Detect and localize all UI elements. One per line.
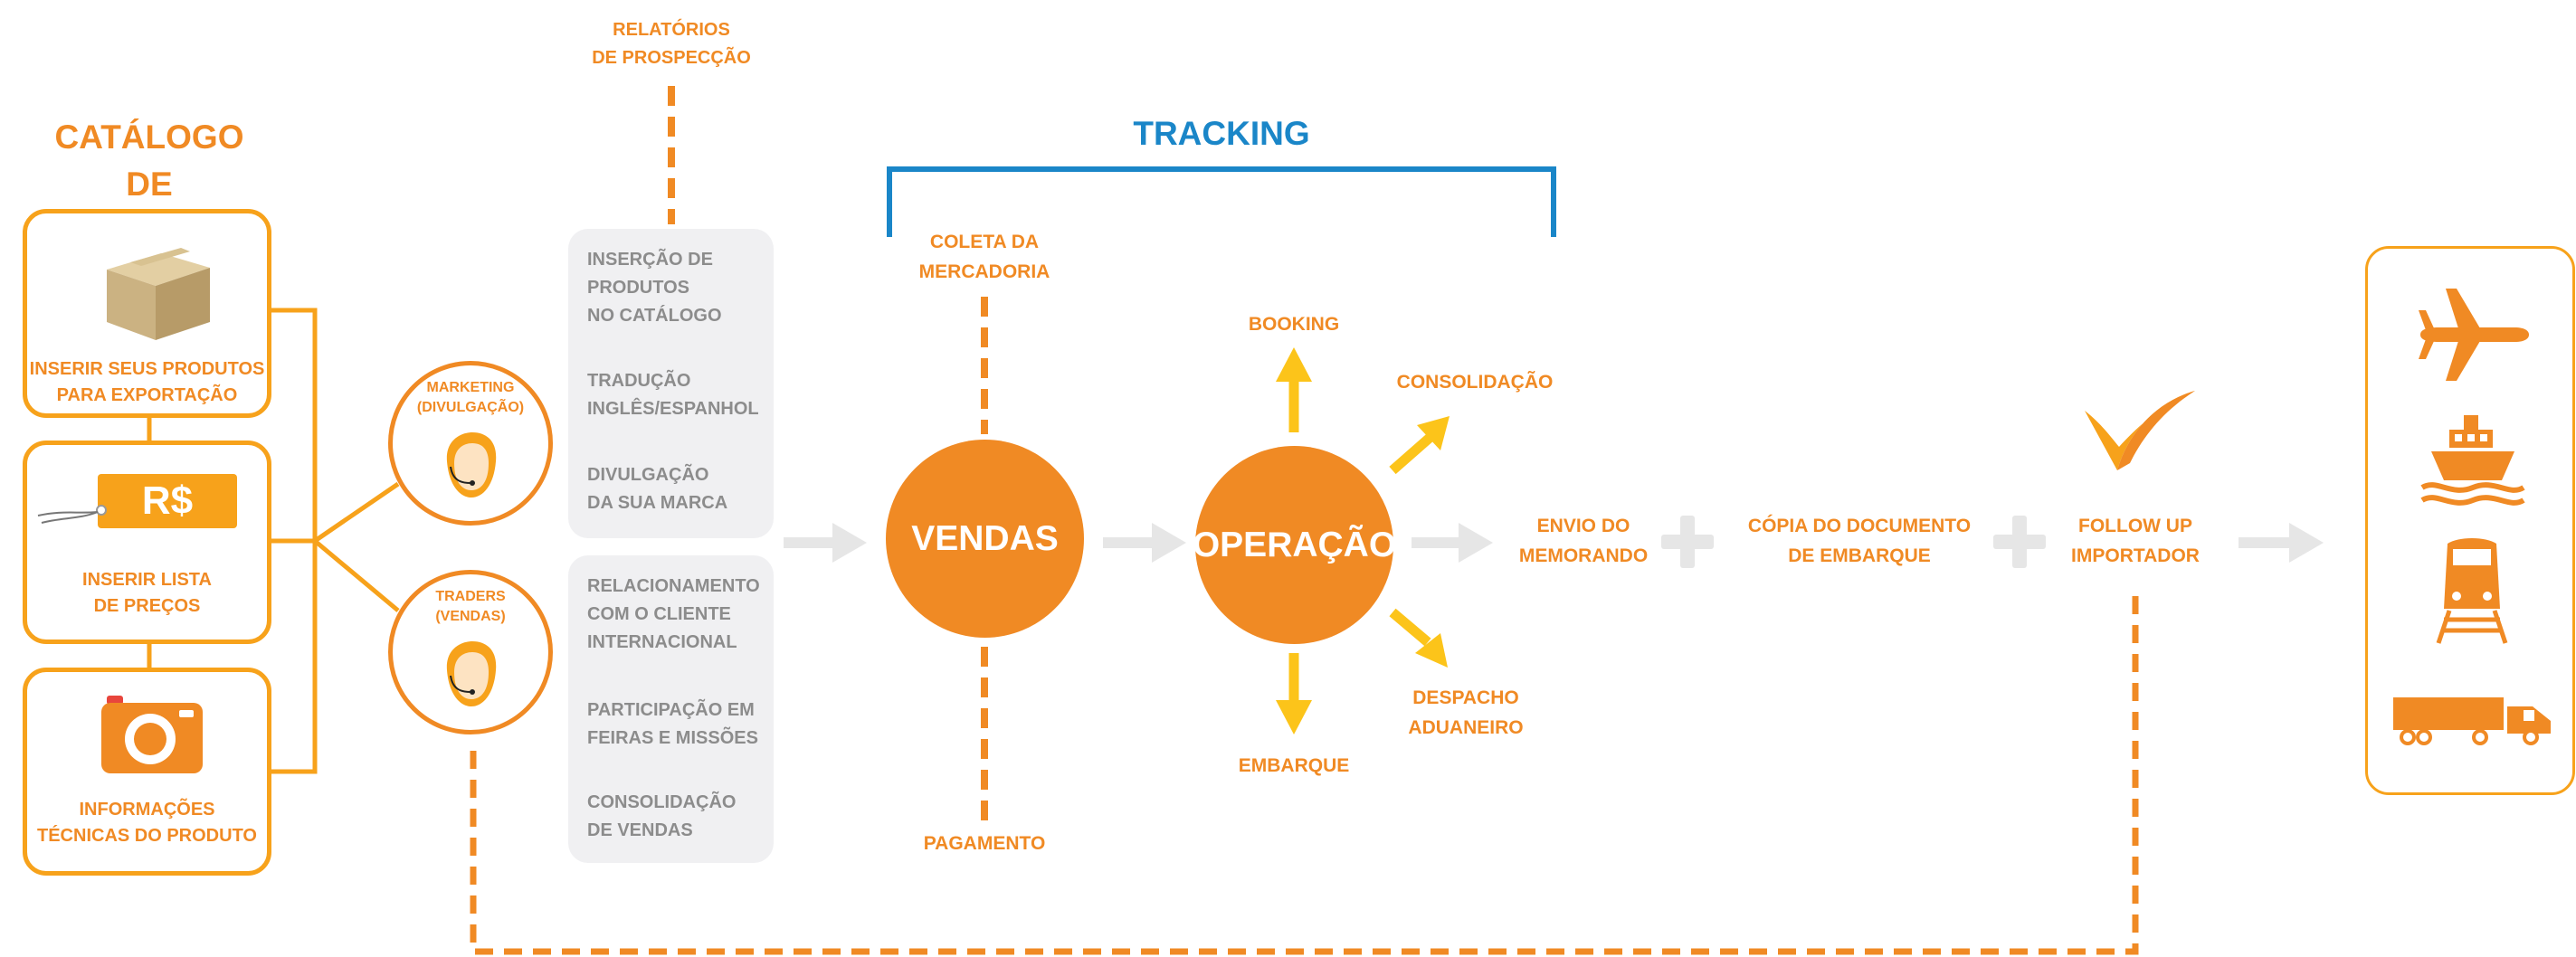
- reports-label: RELATÓRIOS DE PROSPECÇÃO: [592, 20, 751, 68]
- box-icon: [107, 248, 210, 340]
- price-badge: R$: [141, 478, 194, 523]
- marketing-person[interactable]: MARKETING (DIVULGAÇÃO): [388, 361, 553, 526]
- gray-flow-arrows: [784, 523, 2324, 563]
- camera-icon: [101, 696, 203, 773]
- catalog-box-technical[interactable]: INFORMAÇÕES TÉCNICAS DO PRODUTO: [23, 668, 271, 876]
- yellow-operation-arrows: [1276, 347, 1450, 734]
- checkmark-icon: [2085, 391, 2195, 470]
- person-headset-icon: [446, 641, 497, 706]
- ship-icon: [2420, 415, 2525, 506]
- sales-panel-item-3: CONSOLIDAÇÃO DE VENDAS: [587, 792, 737, 840]
- copia-label: CÓPIA DO DOCUMENTO DE EMBARQUE: [1747, 516, 1972, 566]
- pagamento-label: PAGAMENTO: [923, 833, 1046, 854]
- traders-person[interactable]: TRADERS (VENDAS): [388, 570, 553, 734]
- airplane-icon: [2419, 289, 2529, 381]
- marketing-label: MARKETING (DIVULGAÇÃO): [416, 380, 525, 415]
- sales-panel: [568, 555, 774, 863]
- embarque-label: EMBARQUE: [1238, 755, 1350, 776]
- vendas-label: VENDAS: [911, 518, 1059, 558]
- transport-modes-box: [2365, 246, 2575, 795]
- envio-label: ENVIO DO MEMORANDO: [1518, 516, 1649, 566]
- despacho-label: DESPACHO ADUANEIRO: [1408, 687, 1524, 738]
- booking-label: BOOKING: [1248, 314, 1340, 335]
- person-headset-icon: [446, 432, 497, 497]
- coleta-label: COLETA DA MERCADORIA: [918, 232, 1050, 282]
- marketing-panel-item-3: DIVULGAÇÃO DA SUA MARCA: [587, 465, 728, 513]
- catalog-bracket: [147, 308, 400, 774]
- sales-panel-item-1: RELACIONAMENTO COM O CLIENTE INTERNACION…: [587, 576, 760, 652]
- catalog-box-prices[interactable]: R$ INSERIR LISTA DE PREÇOS: [23, 441, 271, 644]
- traders-label: TRADERS (VENDAS): [435, 589, 506, 624]
- marketing-panel: [568, 229, 774, 538]
- vendas-node[interactable]: VENDAS: [886, 440, 1084, 638]
- tracking-label: TRACKING: [1133, 115, 1310, 152]
- catalog-box-prices-label: INSERIR LISTA DE PREÇOS: [82, 570, 212, 616]
- followup-label: FOLLOW UP IMPORTADOR: [2071, 516, 2200, 566]
- marketing-panel-item-2: TRADUÇÃO INGLÊS/ESPANHOL: [587, 371, 759, 419]
- operacao-node[interactable]: OPERAÇÃO: [1192, 446, 1397, 644]
- price-tag-icon: R$: [98, 474, 237, 528]
- truck-icon: [2393, 697, 2551, 745]
- tracking-bracket: [887, 166, 1556, 237]
- marketing-panel-item-1: INSERÇÃO DE PRODUTOS NO CATÁLOGO: [587, 250, 722, 326]
- sales-panel-item-2: PARTICIPAÇÃO EM FEIRAS E MISSÕES: [587, 700, 758, 748]
- operacao-label: OPERAÇÃO: [1192, 525, 1397, 564]
- feedback-dashed-loop: [470, 588, 2139, 955]
- catalog-box-products[interactable]: INSERIR SEUS PRODUTOS PARA EXPORTAÇÃO: [23, 209, 271, 418]
- train-icon: [2436, 538, 2508, 644]
- gray-plus-signs: [1661, 516, 2046, 568]
- catalog-box-products-label: INSERIR SEUS PRODUTOS PARA EXPORTAÇÃO: [29, 359, 265, 405]
- tag-string-icon: [37, 505, 107, 524]
- consolidacao-label: CONSOLIDAÇÃO: [1396, 372, 1554, 393]
- catalog-box-technical-label: INFORMAÇÕES TÉCNICAS DO PRODUTO: [37, 800, 257, 846]
